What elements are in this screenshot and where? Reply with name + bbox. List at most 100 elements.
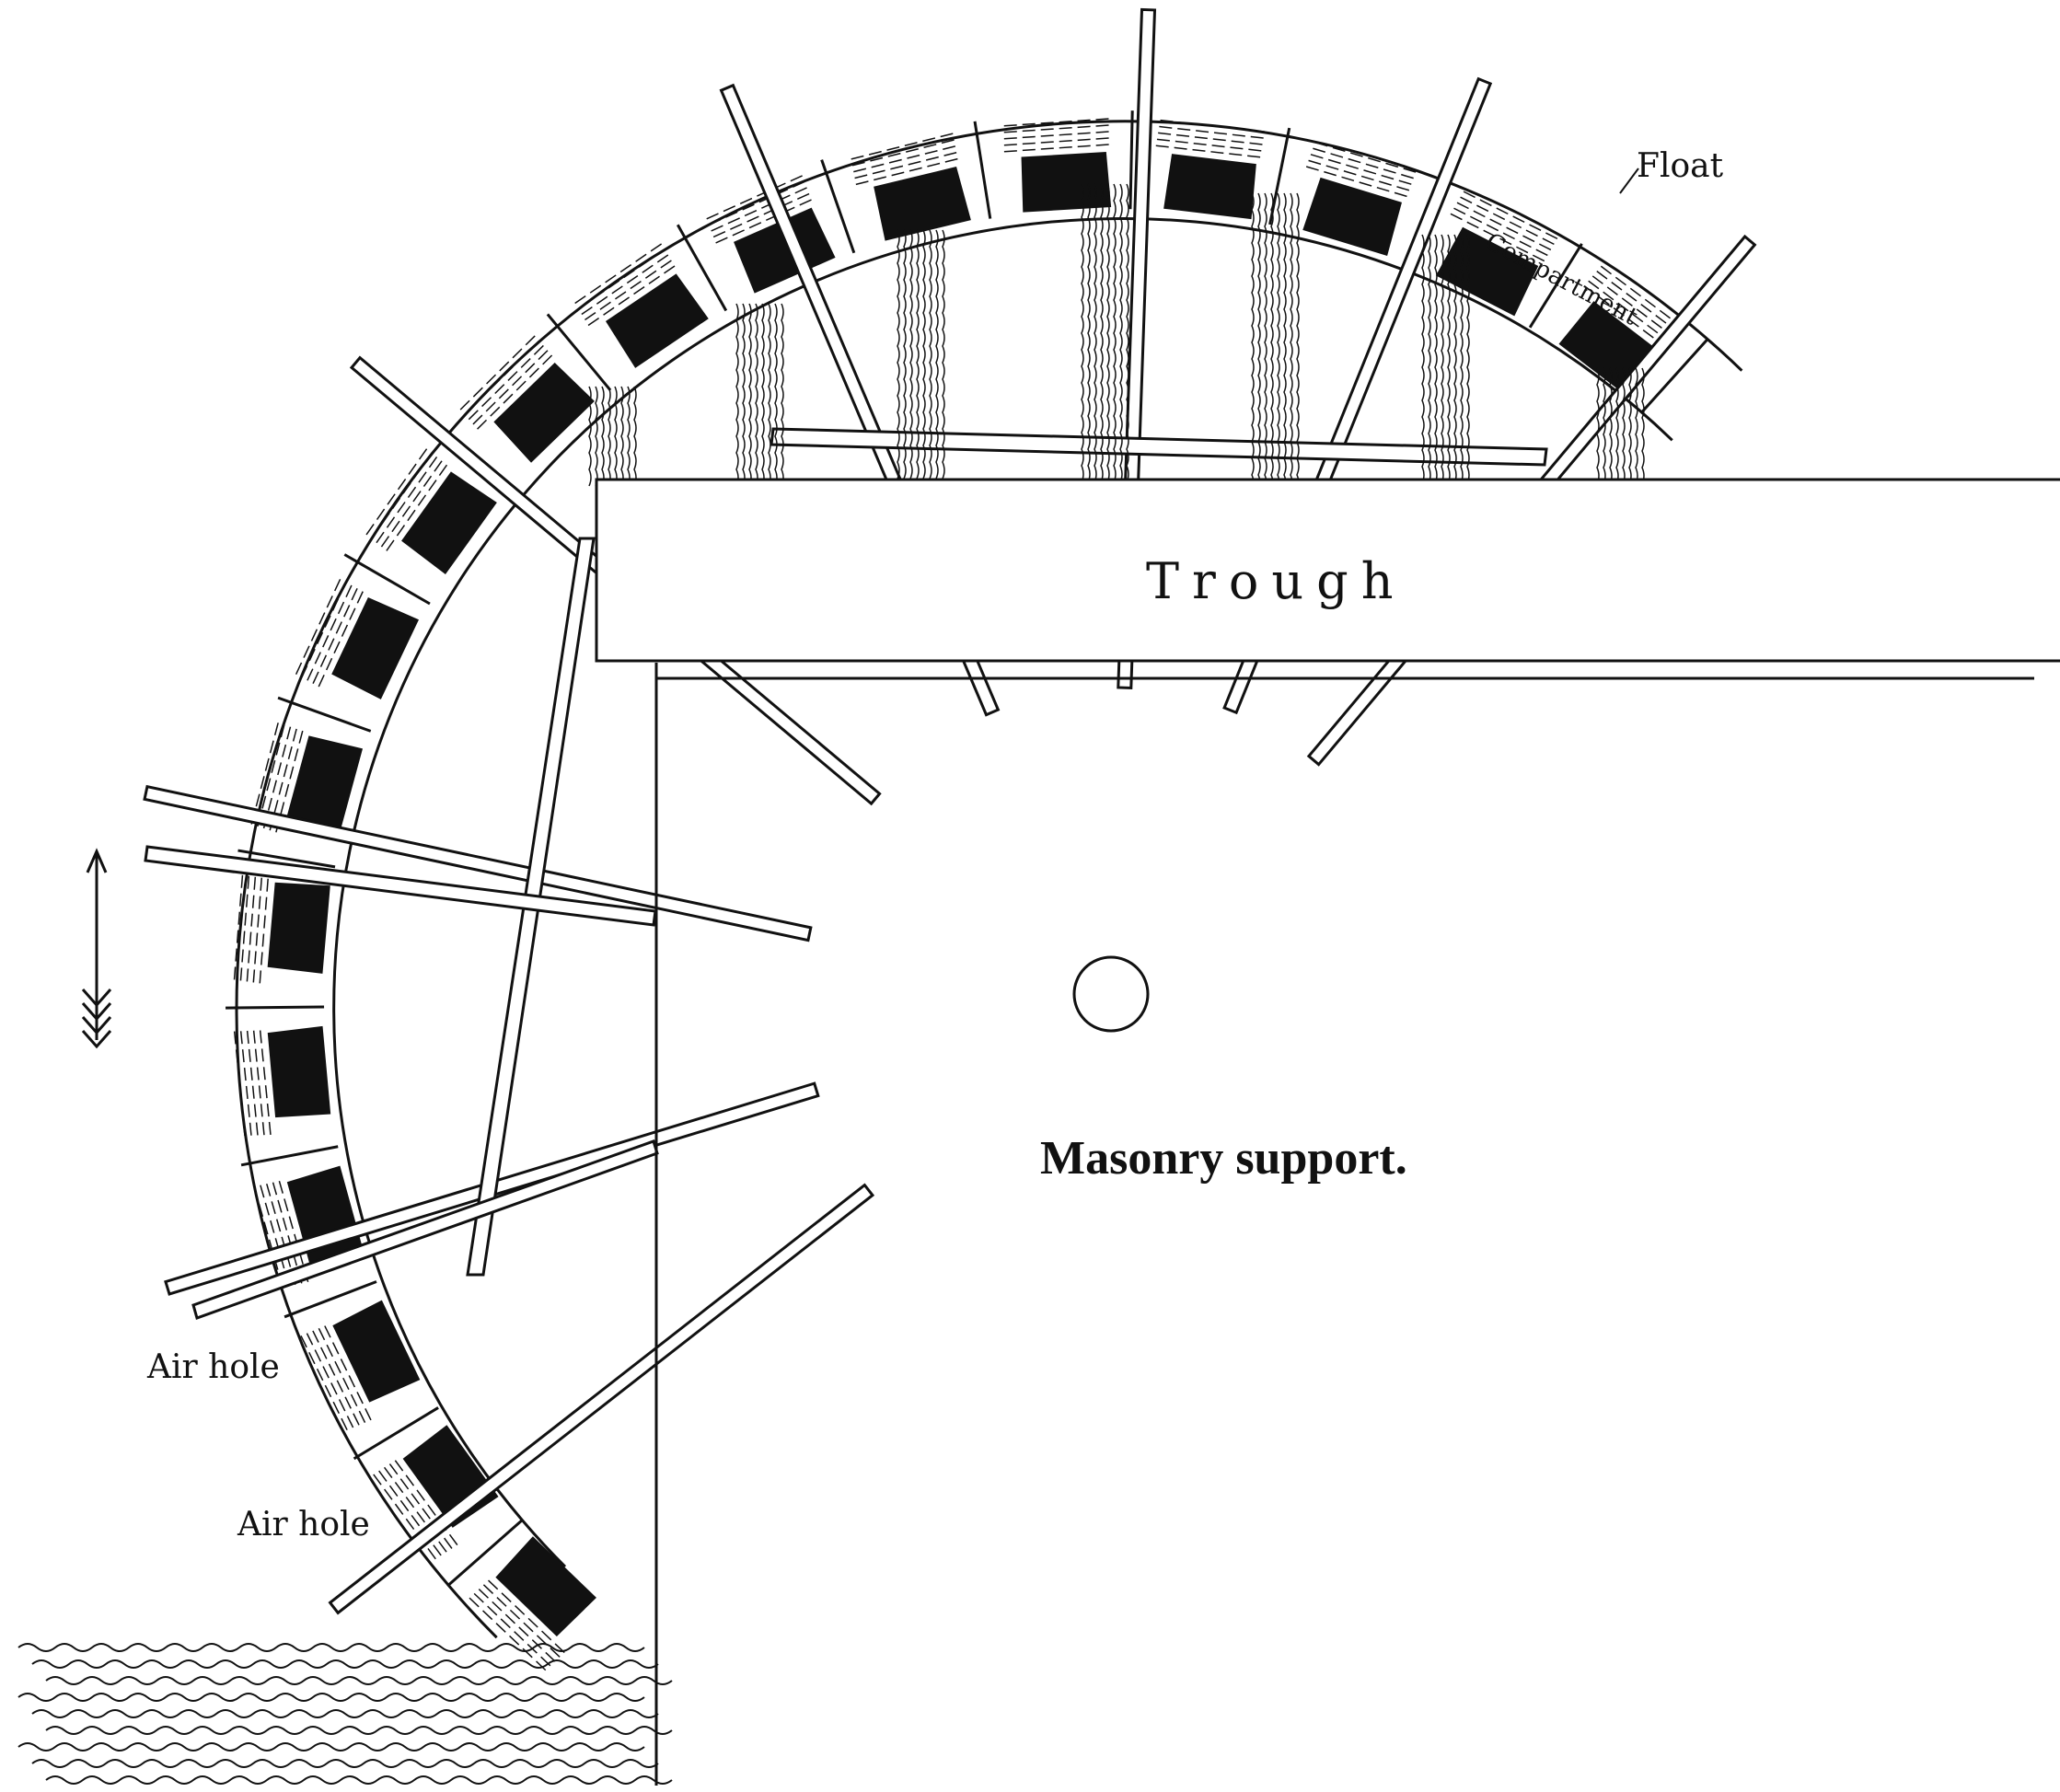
water-stream bbox=[1113, 183, 1117, 483]
water-stream bbox=[935, 229, 939, 480]
water-stream bbox=[588, 386, 592, 487]
water-stream bbox=[1641, 367, 1645, 485]
water-ripple bbox=[17, 1742, 645, 1752]
water-line bbox=[1154, 132, 1263, 145]
water-stream bbox=[1081, 183, 1084, 483]
bucket-divider bbox=[353, 1406, 439, 1461]
compartment-block bbox=[1302, 177, 1402, 256]
compartment-block bbox=[1021, 152, 1112, 213]
water-stream bbox=[903, 229, 907, 480]
water-line bbox=[1001, 137, 1109, 146]
bucket-divider bbox=[277, 696, 372, 733]
water-stream bbox=[781, 303, 784, 487]
bucket-dividers bbox=[226, 110, 1709, 1588]
water-ripple bbox=[17, 1643, 645, 1652]
compartment-block bbox=[1163, 154, 1256, 220]
water-stream bbox=[1609, 367, 1613, 485]
water-line bbox=[1001, 131, 1109, 140]
wheel bbox=[226, 110, 1743, 1674]
water-stream bbox=[1087, 183, 1091, 483]
water-line bbox=[293, 578, 341, 679]
water-stream bbox=[1622, 367, 1626, 485]
compartment-block bbox=[495, 1536, 596, 1636]
water-ripple bbox=[17, 1693, 645, 1702]
water-stream bbox=[768, 303, 771, 487]
water-stream bbox=[1460, 234, 1464, 484]
water-ripple bbox=[45, 1676, 673, 1685]
compartment-block bbox=[874, 167, 971, 241]
water-stream bbox=[1628, 367, 1632, 485]
tailwater bbox=[17, 1643, 673, 1785]
water-stream bbox=[755, 303, 758, 487]
water-stream bbox=[601, 386, 605, 487]
compartment-block bbox=[267, 882, 330, 974]
water-stream bbox=[909, 229, 913, 480]
bucket-divider bbox=[1128, 110, 1134, 210]
water-stream bbox=[620, 386, 624, 487]
rotation-arrow-icon bbox=[81, 848, 112, 1049]
bucket-divider bbox=[1268, 127, 1291, 225]
bucket-divider bbox=[343, 553, 431, 606]
water-line bbox=[1459, 189, 1558, 240]
bucket-divider bbox=[1640, 337, 1709, 413]
air-hole-label-2: Air hole bbox=[237, 1506, 370, 1543]
bucket-divider bbox=[820, 159, 856, 254]
compartment-block bbox=[401, 471, 497, 575]
water-line bbox=[1155, 125, 1264, 139]
water-line bbox=[252, 877, 263, 985]
compartment-block bbox=[734, 207, 836, 294]
water-line bbox=[246, 1030, 260, 1139]
spoke bbox=[143, 784, 813, 942]
water-stream bbox=[942, 229, 945, 480]
bucket-divider bbox=[240, 1145, 339, 1167]
water-ripple bbox=[31, 1759, 659, 1768]
water-stream bbox=[1466, 234, 1470, 484]
water-stream bbox=[1441, 234, 1444, 484]
masonry-label: Masonry support. bbox=[1040, 1132, 1407, 1185]
bucket-divider bbox=[446, 1520, 523, 1588]
water-stream bbox=[1270, 192, 1274, 492]
water-stream bbox=[761, 303, 765, 487]
bucket-divider bbox=[546, 313, 612, 391]
air-hole-label-1: Air hole bbox=[146, 1348, 280, 1386]
falling-water bbox=[588, 183, 1645, 492]
compartment-block bbox=[332, 1300, 421, 1403]
axle-hole bbox=[1072, 955, 1150, 1033]
water-stream bbox=[1453, 234, 1457, 484]
cross-bar bbox=[144, 845, 657, 927]
water-stream bbox=[1126, 183, 1129, 483]
water-stream bbox=[1094, 183, 1097, 483]
water-line bbox=[259, 878, 269, 985]
trough-label: Trough bbox=[1146, 552, 1406, 610]
compartment-block bbox=[605, 273, 709, 368]
compartment-block bbox=[286, 735, 364, 835]
water-stream bbox=[1296, 192, 1300, 492]
water-stream bbox=[774, 303, 778, 487]
masonry-support: Masonry support. bbox=[654, 663, 2034, 1786]
water-stream bbox=[929, 229, 932, 480]
water-stream bbox=[1264, 192, 1267, 492]
water-stream bbox=[633, 386, 637, 487]
water-line bbox=[846, 133, 954, 161]
float-pointer bbox=[1619, 168, 1639, 194]
bucket-divider bbox=[676, 224, 728, 312]
water-stream bbox=[1421, 234, 1425, 484]
compartment-block bbox=[267, 1025, 331, 1118]
water-ripple bbox=[31, 1709, 659, 1718]
water-line bbox=[252, 1030, 265, 1138]
water-stream bbox=[614, 386, 618, 487]
bucket-divider bbox=[237, 849, 336, 869]
water-stream bbox=[1119, 183, 1123, 483]
compartment-block bbox=[331, 596, 420, 699]
compartment-block bbox=[493, 362, 595, 463]
water-ripple bbox=[45, 1726, 673, 1735]
bucket-divider bbox=[284, 1280, 377, 1319]
trough: Trough bbox=[595, 478, 2060, 663]
water-line bbox=[1002, 144, 1109, 153]
compartments bbox=[267, 152, 1661, 1636]
spoke bbox=[328, 1183, 875, 1615]
water-stream bbox=[1257, 192, 1261, 492]
water-stream bbox=[1106, 183, 1110, 483]
water-line bbox=[1310, 140, 1417, 173]
water-stream bbox=[1603, 367, 1606, 485]
